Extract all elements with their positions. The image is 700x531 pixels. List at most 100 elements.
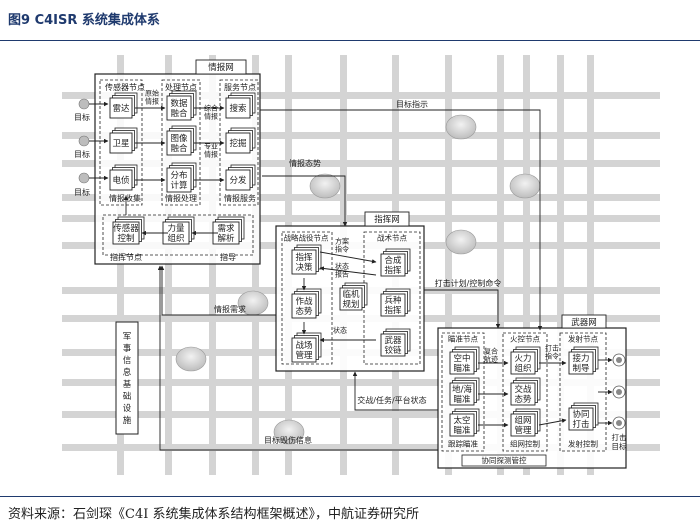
intel-cmd-2: 需求解析 bbox=[212, 216, 245, 245]
node-face bbox=[109, 169, 133, 191]
node-face bbox=[568, 351, 594, 375]
intel-command-node bbox=[102, 214, 254, 256]
strike-command-label: 打击指令 bbox=[545, 344, 559, 361]
node-face bbox=[510, 351, 536, 375]
damage-info-flow bbox=[157, 265, 438, 451]
node-label: 协同打击 bbox=[572, 409, 589, 430]
service-node-group bbox=[219, 79, 259, 206]
node-label: 分发 bbox=[229, 175, 247, 186]
node-label: 合成指挥 bbox=[384, 255, 402, 276]
node-face bbox=[449, 351, 475, 375]
strategic-0: 指挥决策 bbox=[291, 244, 322, 275]
grid-bar-vertical bbox=[523, 55, 530, 475]
aim-2: 太空瞄准 bbox=[449, 408, 480, 437]
intel-net-label: 情报网 bbox=[208, 62, 234, 73]
weapon-net-label: 武器网 bbox=[571, 317, 597, 328]
tactical-1: 兵种指挥 bbox=[380, 288, 411, 317]
command-net-label: 指挥网 bbox=[374, 214, 400, 225]
aim-node-group bbox=[441, 332, 485, 452]
strategic-2: 战场管理 bbox=[291, 332, 322, 363]
bus-ellipse bbox=[175, 346, 207, 372]
node-face bbox=[166, 95, 192, 121]
raw-intel-label: 原始情报 bbox=[145, 89, 159, 106]
node-label: 电侦 bbox=[112, 175, 130, 186]
grid-bar-vertical bbox=[165, 55, 172, 475]
specialized-intel-label: 专业情报 bbox=[204, 142, 218, 159]
node-face bbox=[380, 293, 406, 317]
strategic-node-label: 战略战役节点 bbox=[284, 233, 329, 243]
node-face bbox=[510, 382, 536, 406]
node-label: 雷达 bbox=[112, 103, 130, 114]
control-node-label: 火控节点 bbox=[510, 334, 540, 344]
process-node-group bbox=[161, 79, 201, 206]
target-indicator-label: 目标指示 bbox=[396, 99, 428, 109]
node-face bbox=[291, 337, 317, 363]
sensor-node-group bbox=[99, 79, 143, 206]
node-label: 火力组织 bbox=[514, 353, 531, 374]
node-label: 数据融合 bbox=[170, 98, 188, 119]
node-label: 地/海瞄准 bbox=[452, 384, 472, 405]
strike-target-core bbox=[616, 389, 622, 395]
engagement-label: 交战/任务/平台状态 bbox=[357, 395, 426, 405]
node-face bbox=[291, 293, 317, 319]
strike-target-core bbox=[616, 420, 622, 426]
weapon-net-tab bbox=[561, 314, 607, 329]
sensor-2: 电侦 bbox=[109, 164, 138, 191]
node-label: 武器铰链 bbox=[384, 335, 402, 356]
grid-bar-vertical bbox=[497, 55, 504, 475]
node-label: 图像融合 bbox=[170, 133, 188, 154]
node-label: 组网管理 bbox=[514, 415, 532, 436]
node-face bbox=[449, 413, 475, 437]
node-label: 空中瞄准 bbox=[453, 353, 471, 374]
grid-bar-vertical bbox=[587, 55, 594, 475]
node-label: 分布计算 bbox=[170, 170, 188, 191]
grid-bar-horizontal bbox=[62, 160, 660, 167]
aim-1: 地/海瞄准 bbox=[449, 377, 480, 406]
figure-title: 图9 C4ISR 系统集成体系 bbox=[8, 13, 160, 28]
strike-plan-flow bbox=[424, 289, 501, 329]
service-0: 搜索 bbox=[225, 92, 256, 119]
process-2: 分布计算 bbox=[166, 162, 197, 193]
node-label: 指挥决策 bbox=[295, 252, 313, 273]
strike-plan-label: 打击计划/控制命令 bbox=[435, 278, 502, 288]
intel-processing-label: 情报处理 bbox=[165, 193, 197, 203]
tactical-2: 武器铰链 bbox=[380, 328, 411, 357]
launch-0: 接力制导 bbox=[568, 346, 599, 375]
node-label: 太空瞄准 bbox=[453, 415, 471, 436]
strike-target-label: 打击目标 bbox=[612, 432, 627, 451]
target-marker bbox=[78, 98, 90, 110]
intel-net-tab bbox=[195, 59, 247, 75]
intel-serve-label: 情报服务 bbox=[224, 193, 256, 203]
node-label: 力量组织 bbox=[167, 223, 185, 244]
process-0: 数据融合 bbox=[166, 90, 197, 121]
node-face bbox=[225, 132, 251, 154]
target-marker bbox=[78, 172, 90, 184]
node-face bbox=[109, 132, 133, 154]
target-label: 目标 bbox=[74, 149, 90, 159]
control-2: 组网管理 bbox=[510, 408, 541, 437]
sensor-node-label: 传感器节点 bbox=[105, 82, 145, 92]
node-face bbox=[166, 130, 192, 156]
control-1: 交战态势 bbox=[510, 377, 541, 406]
infrastructure-label: 军事信息基础设施 bbox=[123, 332, 132, 426]
node-face bbox=[112, 221, 140, 245]
bus-ellipse bbox=[445, 229, 477, 255]
node-face bbox=[339, 287, 363, 311]
node-face bbox=[510, 413, 536, 437]
cooperative-label: 协同探测管控 bbox=[482, 455, 527, 465]
tactical-0: 合成指挥 bbox=[380, 248, 411, 277]
cooperative-box bbox=[461, 454, 547, 467]
top-rule bbox=[0, 40, 700, 41]
service-2: 分发 bbox=[225, 164, 256, 191]
grid-bar-horizontal bbox=[62, 215, 660, 222]
tactical-to-strategic-arrow bbox=[319, 266, 377, 276]
process-1: 图像融合 bbox=[166, 125, 197, 156]
plan-node: 临机规划 bbox=[339, 282, 368, 311]
node-label: 交战态势 bbox=[514, 384, 532, 405]
strike-target-core bbox=[616, 357, 622, 363]
process-node-label: 处理节点 bbox=[165, 82, 197, 92]
grid-bar-horizontal bbox=[62, 411, 660, 418]
launch-node-label: 发射节点 bbox=[568, 334, 598, 344]
node-label: 卫星 bbox=[112, 139, 129, 149]
sensor-0: 雷达 bbox=[109, 92, 138, 119]
